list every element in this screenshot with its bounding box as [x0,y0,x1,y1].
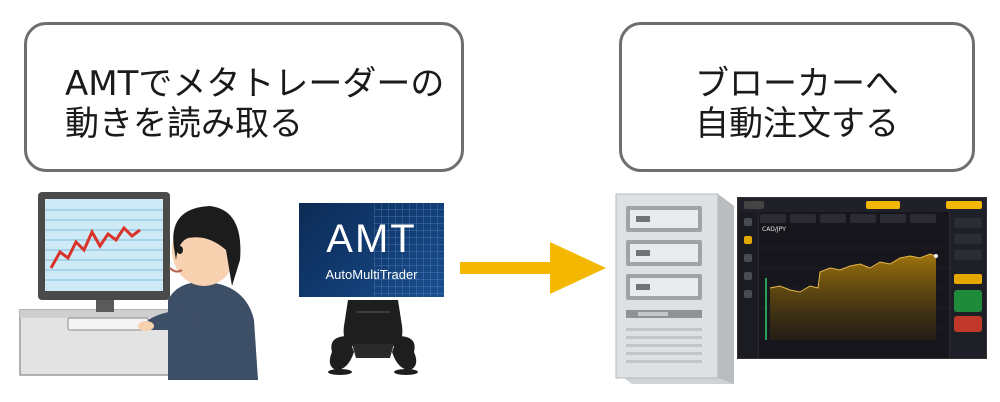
right-arrow-icon [460,242,606,294]
sidebar-icon [744,272,752,280]
amt-logo: AMT AutoMultiTrader [299,203,444,297]
trading-platform-screen: CAD/JPY [737,197,987,359]
sidebar-icon [744,290,752,298]
platform-sidebar [738,212,759,358]
logo-grid-pattern [374,203,444,297]
right-speech-bubble: ブローカーへ 自動注文する [619,22,975,172]
sidebar-icon [744,254,752,262]
payout-badge [954,274,982,284]
left-bubble-line-1: AMTでメタトレーダーの [65,64,445,104]
platform-logo [744,201,764,209]
order-field [954,250,982,260]
amt-logo-subtitle: AutoMultiTrader [325,267,418,282]
asset-tab [880,214,906,223]
amt-logo-title: AMT [326,217,417,261]
arrow-head [550,242,606,294]
asset-tab [790,214,816,223]
trader-at-computer-illustration [19,192,258,380]
asset-tab [850,214,876,223]
order-field [954,234,982,244]
deposit-button [866,201,900,209]
server-tower-illustration [615,193,734,384]
order-panel [949,212,986,358]
left-bubble-line-2: 動きを読み取る [65,104,303,144]
sell-button [954,316,982,332]
asset-pair-label: CAD/JPY [762,226,786,233]
right-bubble-line-2: 自動注文する [695,104,899,144]
asset-tab [820,214,846,223]
asset-tabs [760,214,940,223]
left-speech-bubble: AMTでメタトレーダーの 動きを読み取る [24,22,464,172]
arrow-shaft [460,262,556,274]
sidebar-icon-active [744,236,752,244]
platform-top-bar [738,198,986,212]
price-chart [760,247,950,340]
right-bubble-line-1: ブローカーへ [695,64,899,104]
ninja-figure-illustration [328,300,418,375]
sidebar-icon [744,218,752,226]
asset-tab [910,214,936,223]
account-button [946,201,982,209]
asset-tab [760,214,786,223]
order-field [954,218,982,228]
buy-button [954,290,982,312]
